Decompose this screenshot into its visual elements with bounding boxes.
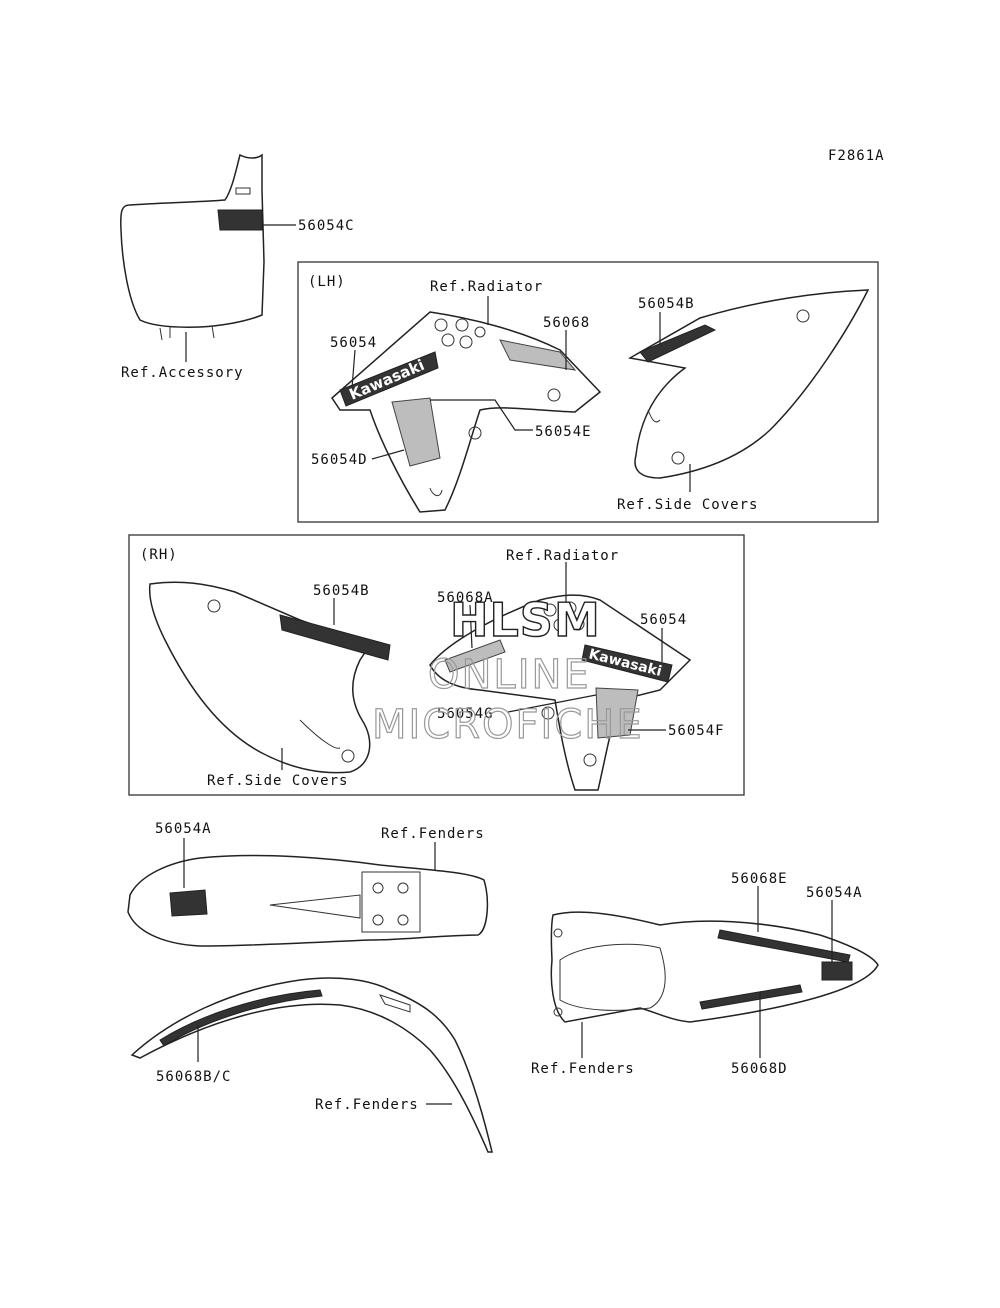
leader-rh-56054G <box>507 694 597 713</box>
label-rh-ref-side-covers: Ref.Side Covers <box>207 773 348 789</box>
rh-panel-frame <box>128 534 745 796</box>
front-fender-side-drawing <box>130 977 493 1153</box>
label-lh-56054B: 56054B <box>638 296 695 312</box>
leader-lh-56054E <box>430 399 533 431</box>
label-rh-ref-radiator: Ref.Radiator <box>506 548 619 564</box>
front-fender-decal <box>169 889 208 917</box>
leader-lh-56054D <box>371 449 405 460</box>
label-rh-56068A: 56068A <box>437 590 494 606</box>
plate-decal-mark <box>217 209 263 231</box>
label-rear-ref-fenders: Ref.Fenders <box>531 1061 635 1077</box>
watermark-line2: ONLINE <box>428 652 591 698</box>
plate-slot <box>235 187 251 195</box>
lh-monster-decal <box>391 397 441 467</box>
number-plate-drawing <box>120 153 265 341</box>
label-56054C: 56054C <box>298 218 355 234</box>
front-fender-top-drawing <box>127 854 489 947</box>
label-front-56068BC: 56068B/C <box>156 1069 231 1085</box>
label-lh-ref-radiator: Ref.Radiator <box>430 279 543 295</box>
watermark-line3: MICROFICHE <box>372 702 644 748</box>
label-front-ref-fenders: Ref.Fenders <box>381 826 485 842</box>
label-rh-56054B: 56054B <box>313 583 370 599</box>
rh-side-cover-decal <box>279 614 391 661</box>
lh-kawasaki-decal <box>339 351 439 407</box>
label-lh-56054E: 56054E <box>535 424 592 440</box>
label-lh-56054D: 56054D <box>311 452 368 468</box>
label-lh-ref-side-covers: Ref.Side Covers <box>617 497 758 513</box>
rh-kawasaki-decal <box>581 644 673 683</box>
label-rear-56054A: 56054A <box>806 885 863 901</box>
rear-fender-drawing <box>550 911 879 1023</box>
rh-panel-label: (RH) <box>140 547 178 563</box>
label-lh-56054: 56054 <box>330 335 377 351</box>
leader-rh-56068A <box>469 604 473 649</box>
label-rh-56054: 56054 <box>640 612 687 628</box>
label-rear-56068D: 56068D <box>731 1061 788 1077</box>
label-rear-56068E: 56068E <box>731 871 788 887</box>
lh-panel-label: (LH) <box>308 274 346 290</box>
label-front-56054A: 56054A <box>155 821 212 837</box>
label-ref-accessory: Ref.Accessory <box>121 365 244 381</box>
lh-radiator-shroud-drawing: Kawasaki <box>331 311 602 513</box>
lh-side-cover-decal <box>639 324 717 363</box>
front-fender-stripe <box>159 989 323 1047</box>
label-rh-56054F: 56054F <box>668 723 725 739</box>
rear-fender-stripe-d <box>699 984 803 1010</box>
watermark-line1: HLSM <box>450 593 601 647</box>
lh-panel-frame <box>297 261 879 523</box>
lh-side-cover-drawing <box>627 289 870 479</box>
leader-lh-56054 <box>351 349 356 389</box>
rh-radiator-shroud-drawing: Kawasaki <box>429 594 692 791</box>
rear-fender-decal <box>821 961 853 981</box>
label-front-side-ref-fenders: Ref.Fenders <box>315 1097 419 1113</box>
label-rh-56054G: 56054G <box>437 706 494 722</box>
fender-mount-plate <box>361 871 421 933</box>
rh-monster-decal <box>595 687 639 739</box>
figure-code: F2861A <box>828 148 885 164</box>
label-lh-56068: 56068 <box>543 315 590 331</box>
rh-side-cover-drawing <box>148 581 391 774</box>
